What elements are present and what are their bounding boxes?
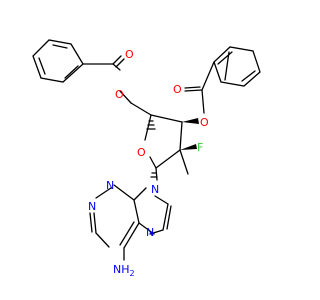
- atom-o-right-carbonyl: O: [173, 83, 182, 96]
- furanose-ring-bonds: [144, 114, 199, 178]
- amine-h-subscript: 2: [130, 269, 135, 278]
- atom-o-right-ester-link: O: [200, 116, 209, 129]
- right-ester-bonds: [184, 61, 215, 114]
- atom-n7: N: [146, 226, 154, 239]
- atom-n1: N: [88, 200, 96, 213]
- wedge-bond-to-ester-oxygen: [182, 118, 199, 124]
- adenine-ring-system: [89, 167, 172, 261]
- wedge-bond-to-fluorine: [180, 144, 197, 150]
- atom-o-ring: O: [137, 146, 146, 159]
- atom-o-left-carbonyl: O: [125, 48, 134, 61]
- chemical-structure-diagram: O O O O O F N N N N NH2: [32, 39, 261, 278]
- right-benzene-ring: [213, 46, 261, 87]
- atom-f: F: [197, 141, 203, 154]
- atom-o-left-ester-link: O: [115, 88, 124, 101]
- atom-n9: N: [151, 183, 159, 196]
- left-benzene-ring: [32, 39, 84, 83]
- atom-n3: N: [106, 179, 114, 192]
- amine-nh-label: NH: [113, 263, 130, 276]
- atom-n-amine: NH2: [113, 263, 135, 278]
- left-ester-bonds: [82, 55, 152, 116]
